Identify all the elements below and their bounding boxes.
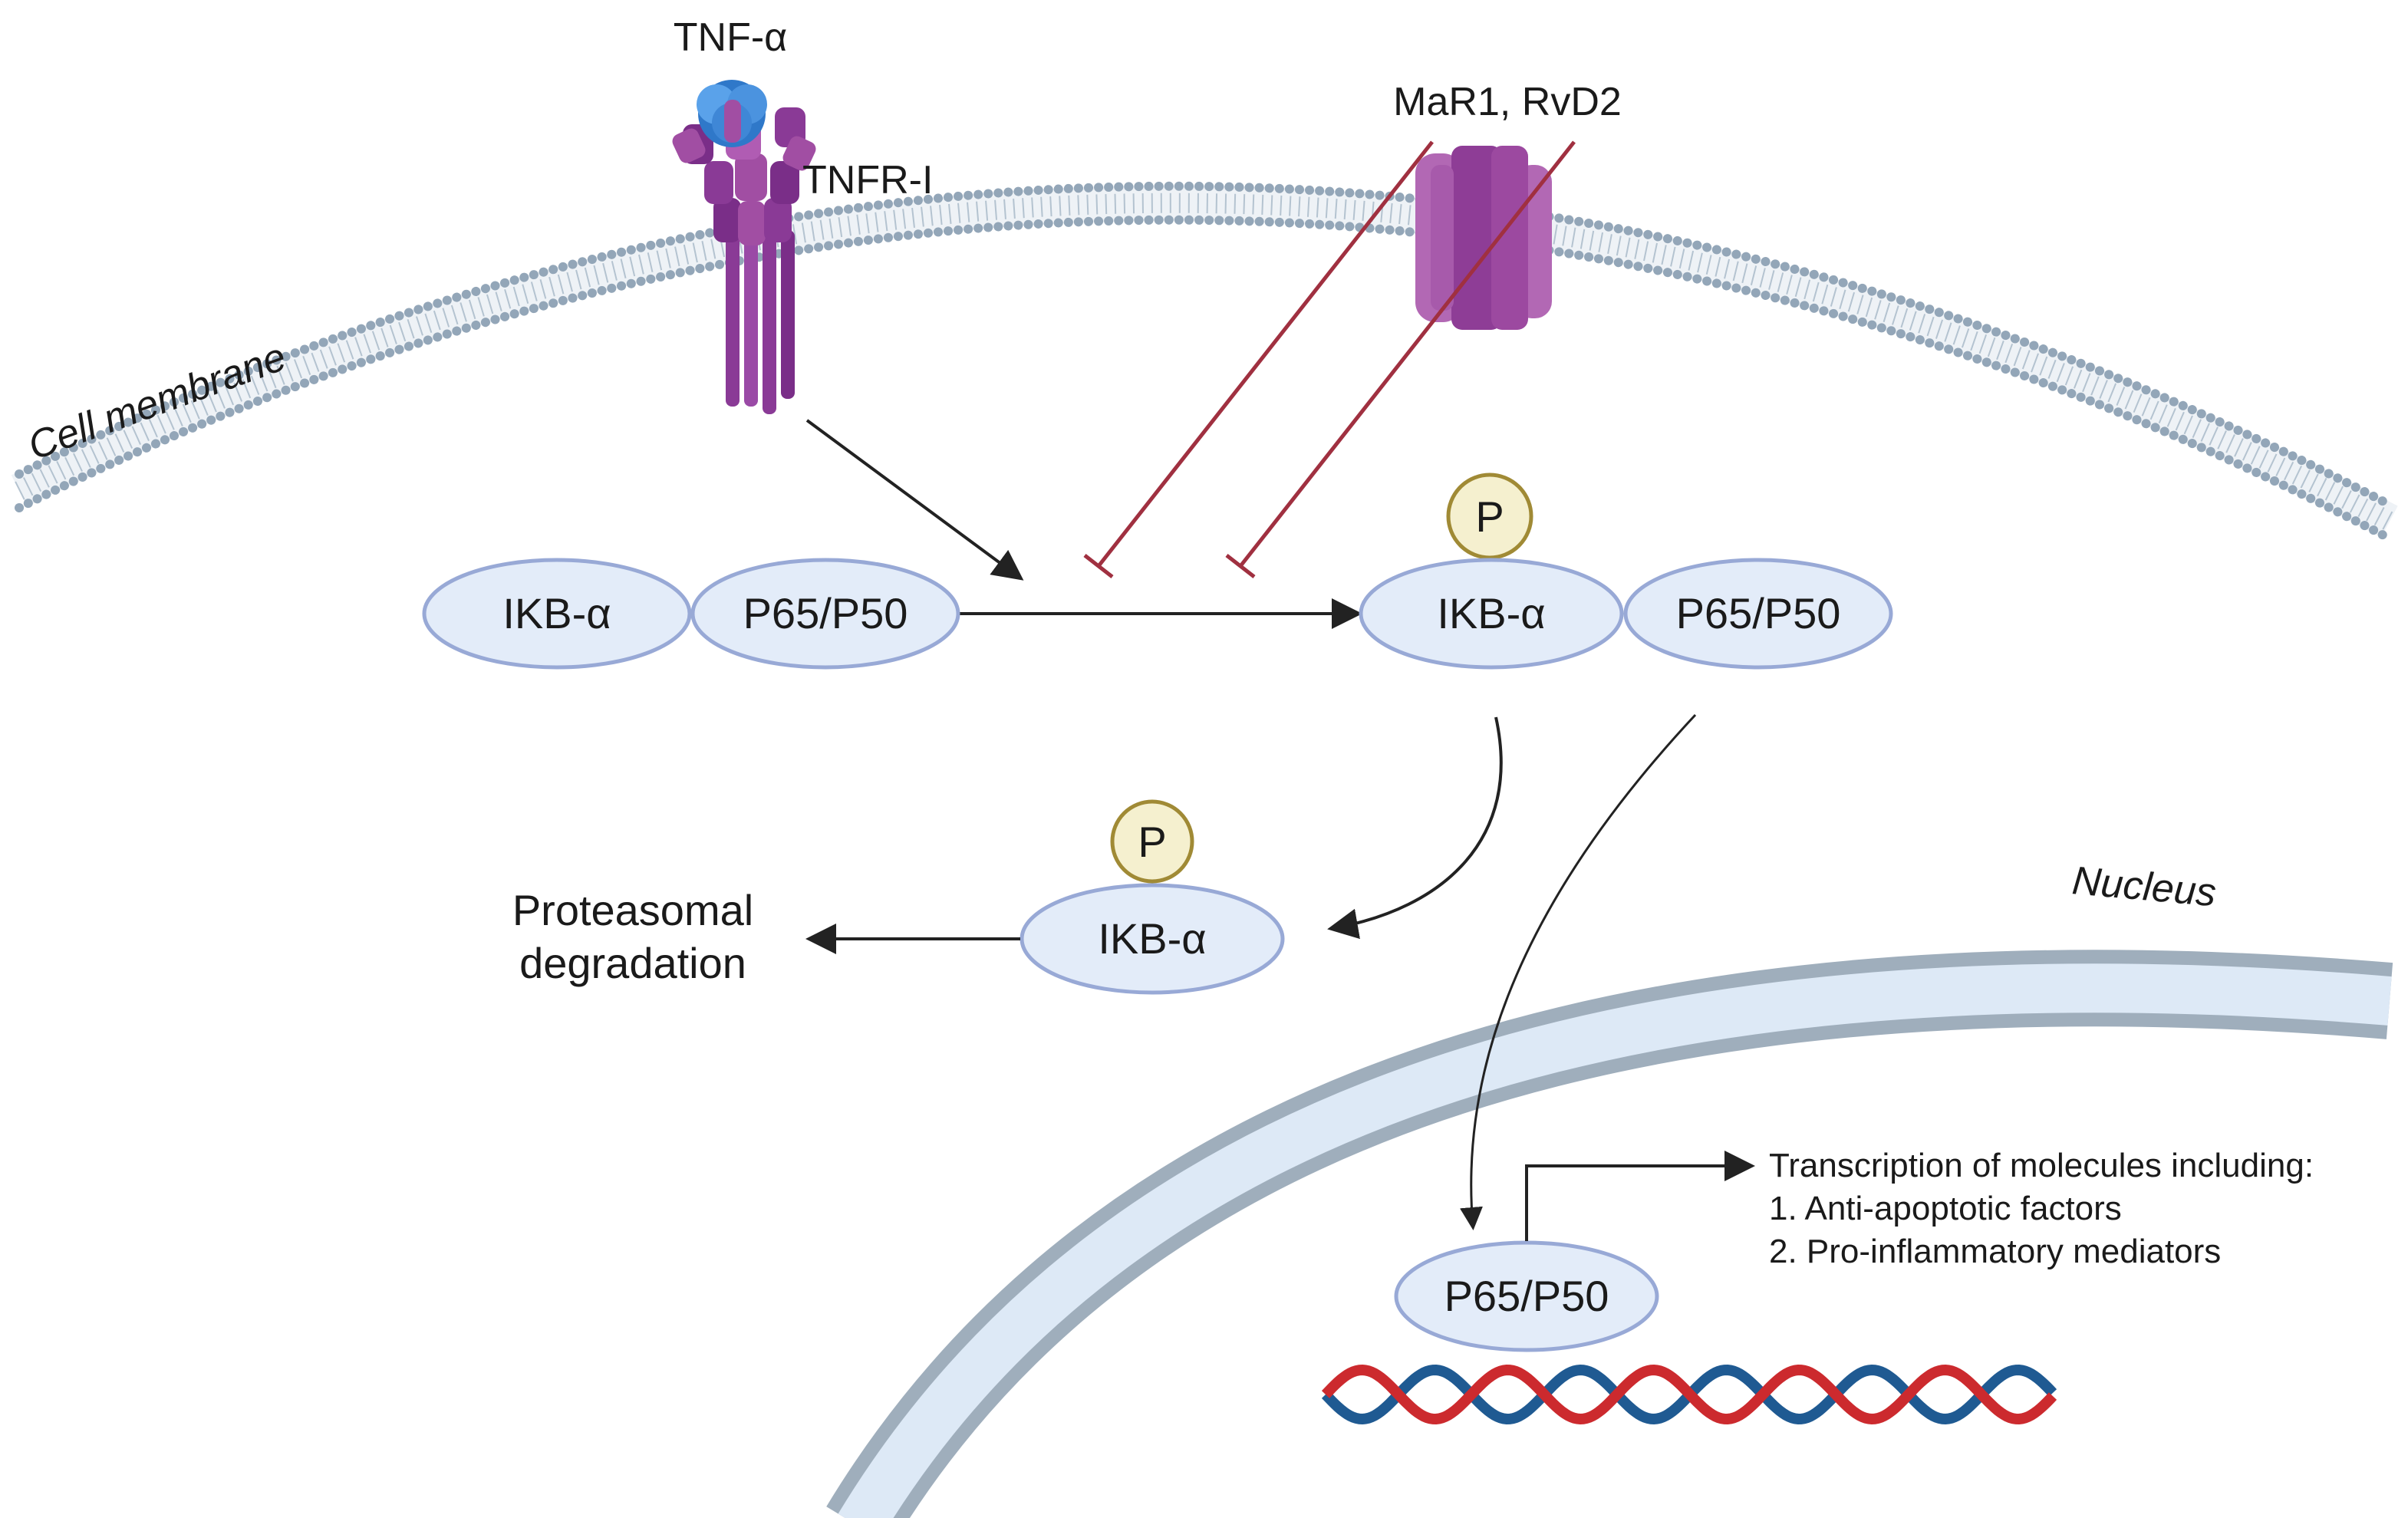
ikb-alpha-label: IKB-α [1437,589,1545,637]
ikb-release-arrow [1327,716,1503,940]
phospho-label: P [1138,818,1166,866]
transcription-title: Transcription of molecules including: [1769,1147,2314,1184]
proteasome-label-line1: Proteasomal [512,886,753,934]
nucleus-envelope [826,950,2393,1518]
inhibition-rvd2 [1225,140,1576,578]
ikb-alpha-label: IKB-α [502,589,611,637]
phospho-badge-top: P [1446,473,1533,560]
dna-helix-icon [1321,1364,2057,1425]
tnf-alpha-label: TNF-α [674,15,787,60]
membrane-channel-icon [1415,146,1552,330]
nuclear-translocation-arrow [1460,713,1697,1230]
transcription-item-2: 2. Pro-inflammatory mediators [1769,1233,2221,1270]
phospho-badge-free: P [1110,799,1194,884]
inhibition-mar1 [1083,140,1434,578]
ikb-alpha-label: IKB-α [1098,914,1206,963]
proteasome-label-line2: degradation [519,939,746,987]
phospho-label: P [1475,492,1504,541]
cell-membrane [11,181,2398,543]
transcription-arrow [1525,1151,1755,1241]
ikb-alpha-node-phosphorylated: IKB-α [1359,558,1624,670]
p65-p50-label: P65/P50 [1676,589,1841,637]
ikb-alpha-node-inactive: IKB-α [422,558,692,670]
tnfr-label: TNFR-I [802,158,933,203]
ikb-alpha-node-free: IKB-α [1020,883,1285,995]
tnfr-activation-arrow [805,419,1024,581]
p65-p50-label: P65/P50 [743,589,908,637]
inhibitors-label: MaR1, RvD2 [1393,80,1622,124]
p65-p50-node-phosphorylated: P65/P50 [1623,558,1893,670]
p65-p50-label: P65/P50 [1444,1272,1609,1320]
transcription-item-1: 1. Anti-apoptotic factors [1769,1190,2122,1227]
p65-p50-node-inactive: P65/P50 [690,558,960,670]
p65-p50-node-nuclear: P65/P50 [1394,1240,1659,1352]
tnf-alpha-ligand-icon [697,80,767,147]
nucleus-label: Nucleus [2070,858,2218,915]
